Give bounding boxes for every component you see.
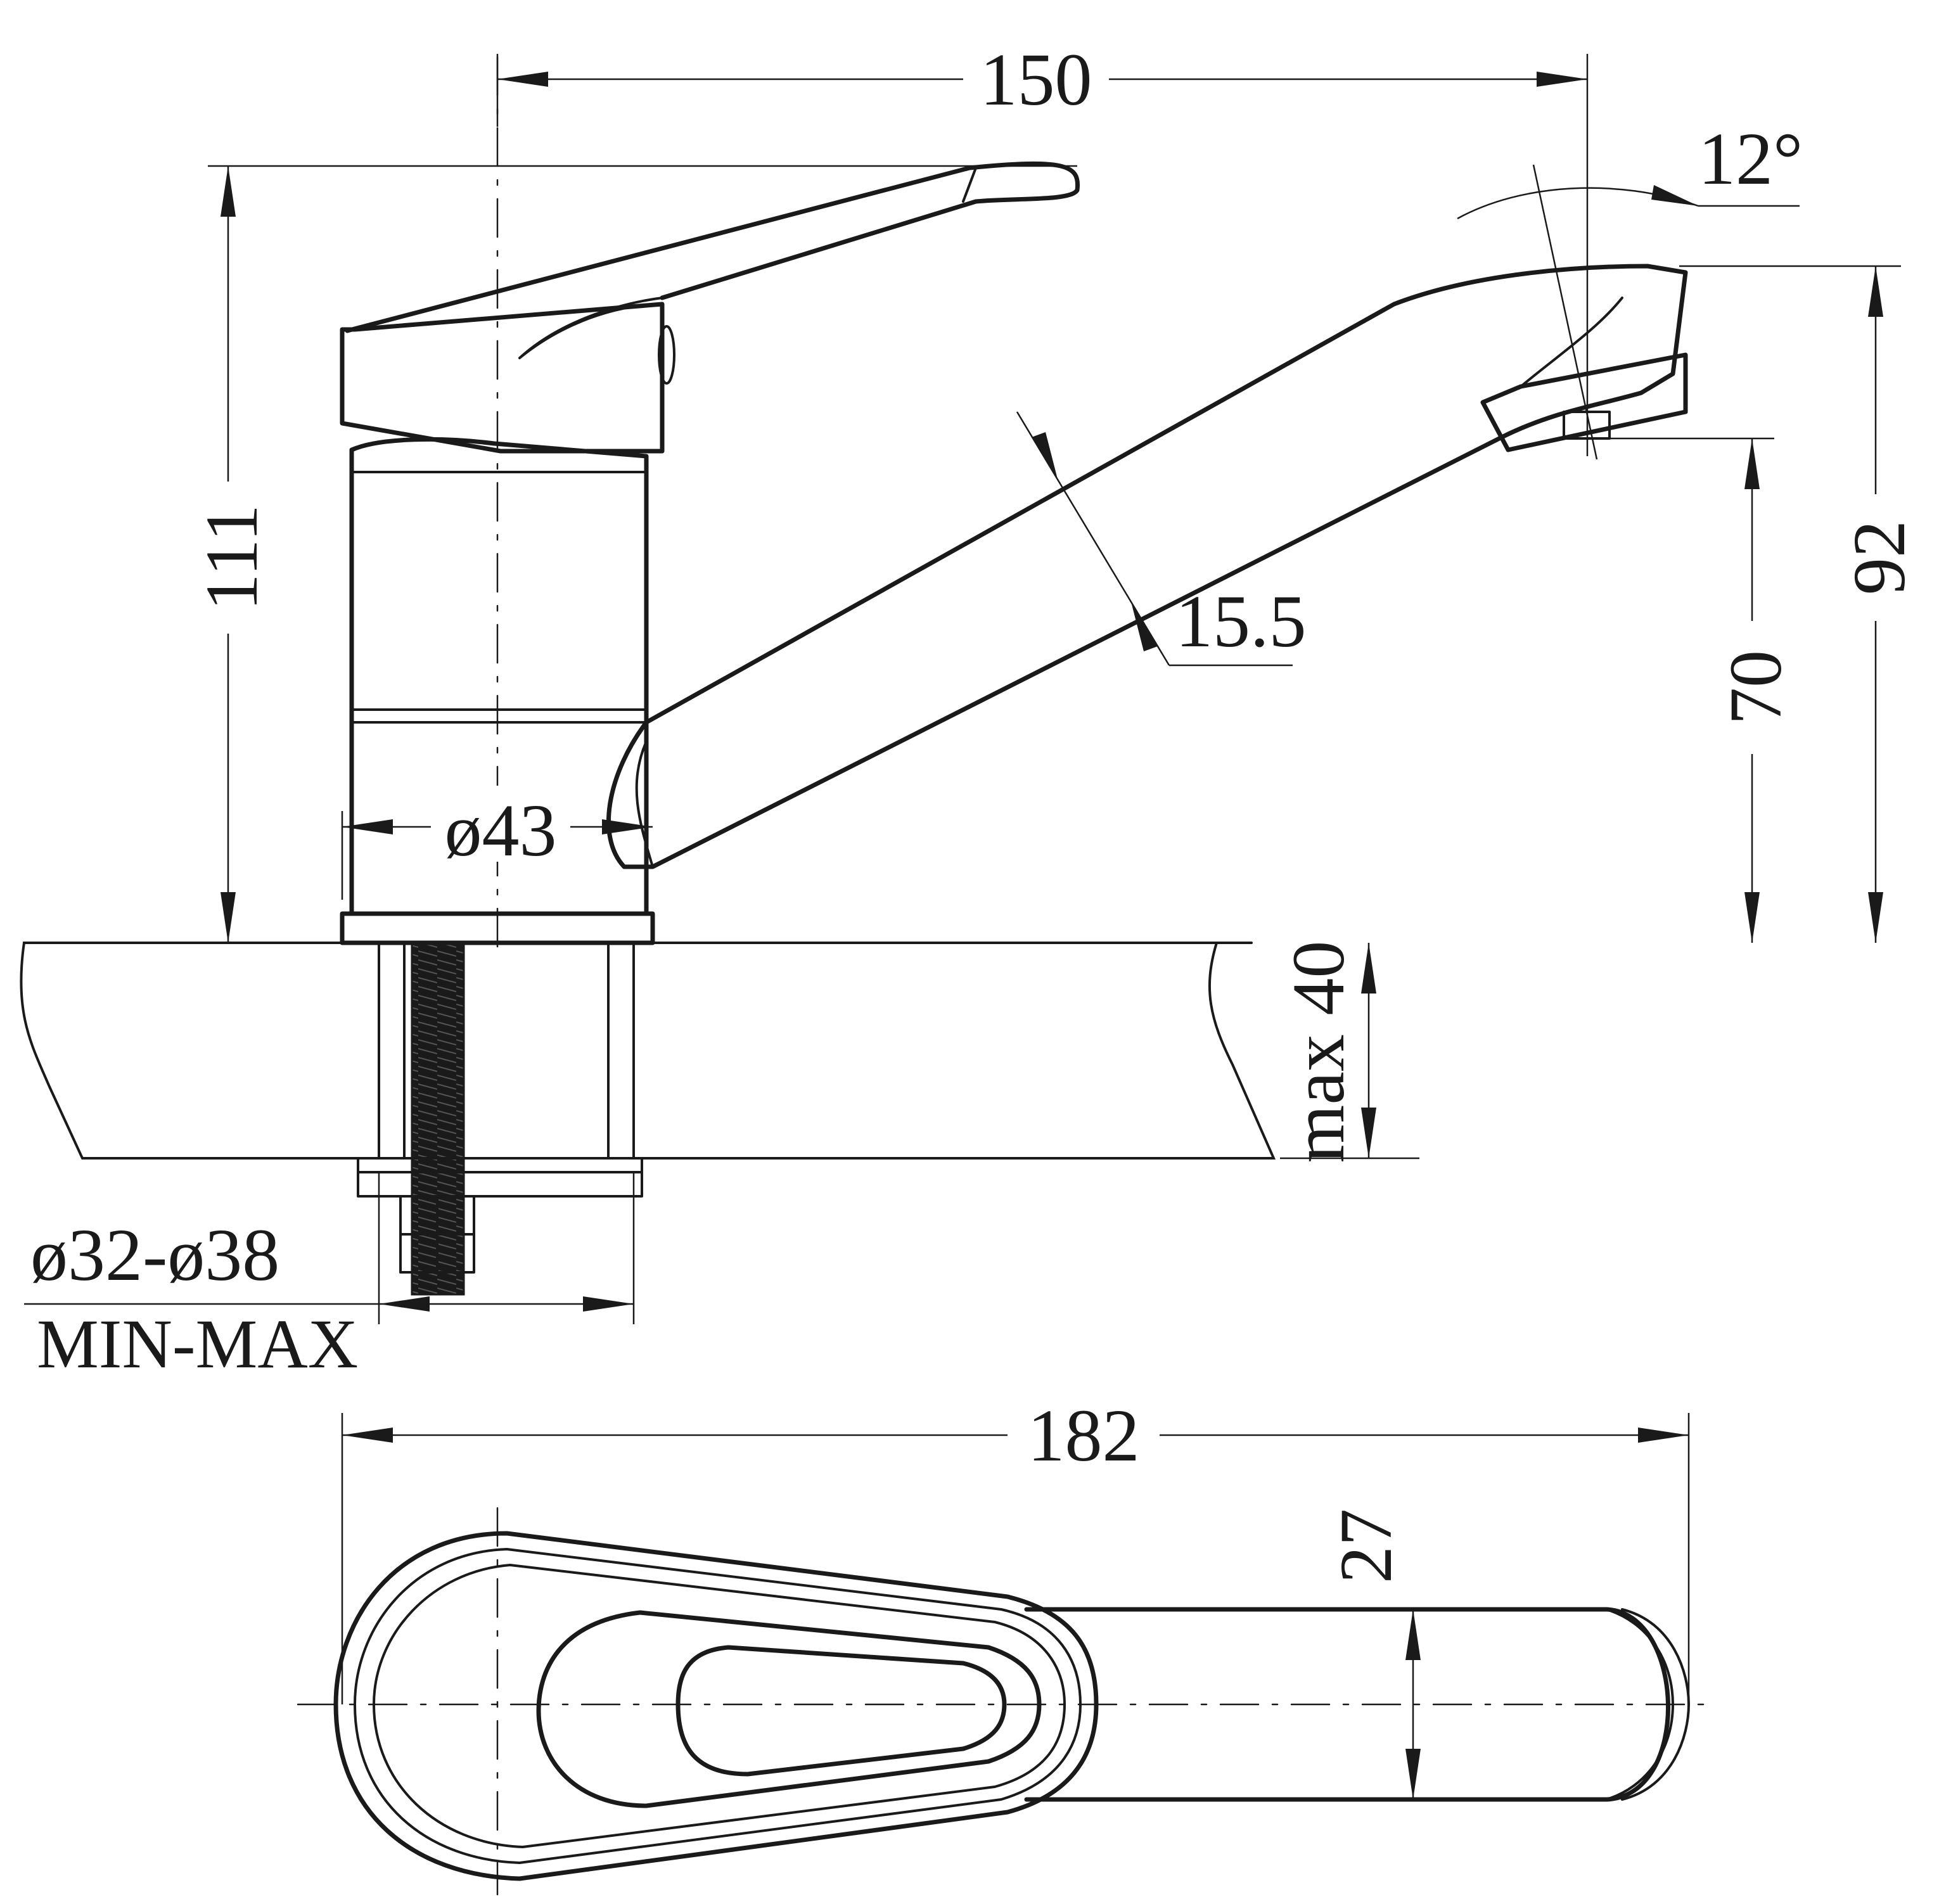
dim-max-40-label: max 40: [1277, 941, 1360, 1163]
dim-15-5-label: 15.5: [1175, 580, 1307, 663]
dim-27: 27: [1324, 1509, 1421, 1799]
dim-diameter-43-label: ø43: [445, 789, 557, 872]
dim-70-label: 70: [1714, 650, 1797, 725]
dim-hole-range-label: ø32-ø38: [30, 1213, 279, 1296]
dim-15-5: 15.5: [1016, 411, 1307, 667]
mounting-shank: [357, 942, 643, 1296]
dim-182-label: 182: [1028, 1394, 1140, 1477]
dim-182: 182: [341, 1394, 1690, 1704]
dim-111-label: 111: [190, 504, 273, 611]
dim-diameter-43: ø43: [341, 786, 653, 900]
countertop-section: [20, 942, 1276, 1160]
dim-111: 111: [190, 165, 1077, 943]
dim-150: 150: [496, 38, 1589, 456]
dim-angle: 12°: [1457, 117, 1803, 460]
dim-max-40: max 40: [1277, 941, 1419, 1163]
dim-150-label: 150: [980, 38, 1092, 121]
dim-angle-label: 12°: [1698, 117, 1803, 200]
dim-hole-range: ø32-ø38 MIN-MAX: [24, 1172, 635, 1383]
dim-27-label: 27: [1324, 1509, 1407, 1583]
faucet-top-view: [297, 1507, 1712, 1896]
dim-70: 70: [1609, 437, 1797, 943]
dim-92: 92: [1679, 265, 1921, 943]
dim-92-label: 92: [1838, 520, 1921, 595]
dim-hole-range-note: MIN-MAX: [37, 1305, 358, 1383]
